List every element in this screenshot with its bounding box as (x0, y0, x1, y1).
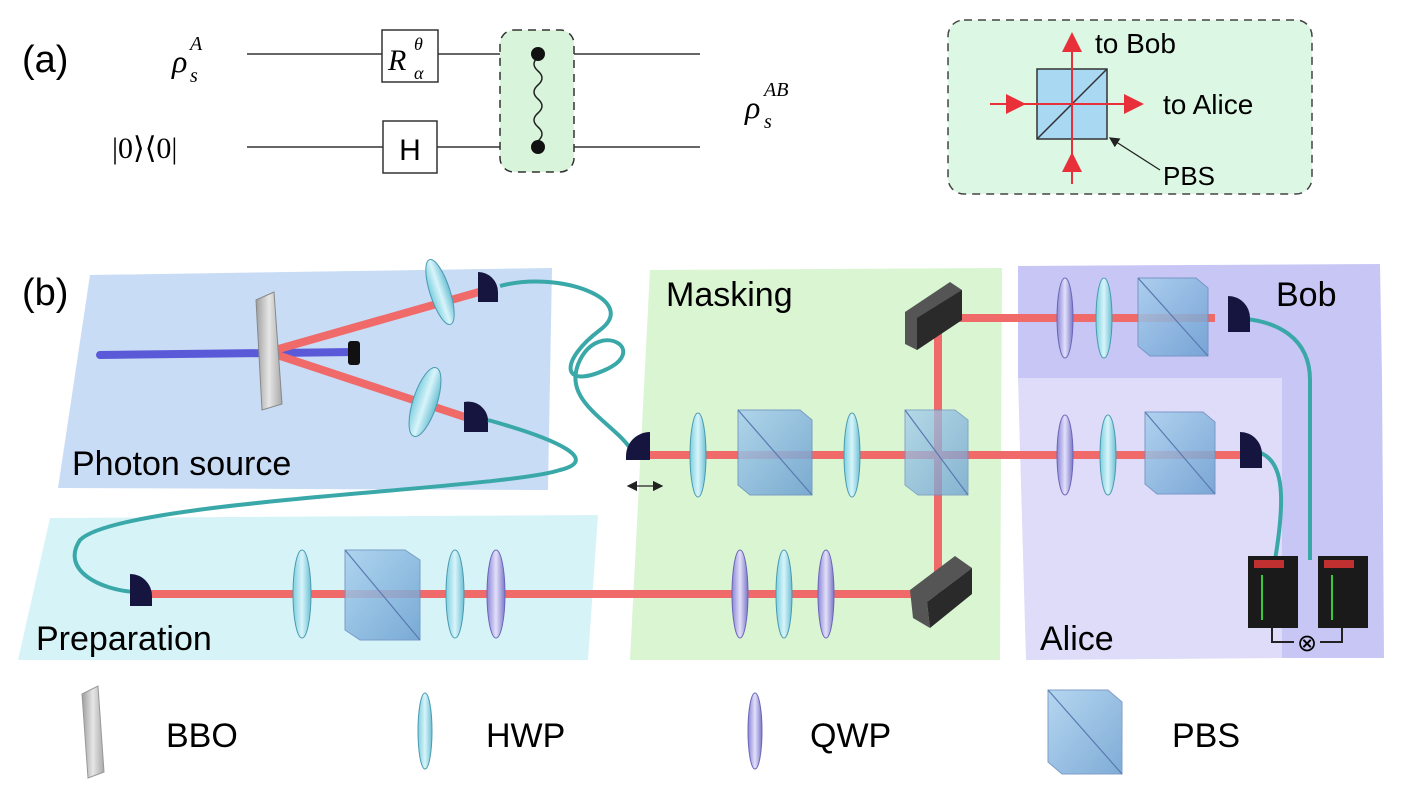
masking-pbs-1 (737, 409, 813, 496)
panel-a-circuit: (a) ρ s A |0⟩⟨0| R α θ H ρ s AB (22, 29, 788, 174)
beam-dump (348, 341, 360, 365)
legend-hwp-icon (417, 692, 433, 770)
legend: BBO HWP QWP PBS (81, 685, 1240, 779)
panel-b-label: (b) (22, 272, 68, 314)
bbo-crystal (255, 291, 283, 411)
pbs-inset: to Bob to Alice PBS (947, 19, 1313, 195)
masking-region (630, 268, 1002, 660)
hadamard-gate-box (382, 120, 438, 174)
input-bottom-state: |0⟩⟨0| (112, 132, 177, 165)
legend-hwp-label: HWP (486, 717, 565, 755)
coincidence-symbol: ⊗ (1297, 630, 1317, 657)
bob-pbs (1137, 277, 1209, 357)
mirror-lower (910, 556, 972, 628)
rotation-gate-sub: α (414, 63, 424, 83)
mirror-upper (905, 282, 962, 350)
coupler-source-lower (464, 401, 489, 432)
input-top-rho: ρ (171, 43, 187, 79)
alice-qwp (1056, 414, 1074, 496)
legend-qwp-label: QWP (810, 717, 891, 755)
prep-hwp-1 (292, 549, 312, 639)
pbs-inset-label: PBS (1163, 161, 1215, 191)
masking-hwp-2 (843, 412, 861, 498)
coincidence-lines (1271, 628, 1343, 643)
input-top-sup: A (188, 33, 203, 55)
interaction-node-top (531, 47, 545, 61)
fiber-alice-to-detector (1257, 450, 1284, 561)
rotation-gate-box (381, 29, 439, 83)
masking-hwp-lower (775, 549, 793, 639)
output-sup: AB (762, 79, 788, 101)
coupler-alice (1240, 432, 1262, 468)
output-sub: s (764, 111, 772, 133)
panel-a-label: (a) (22, 39, 68, 81)
input-top-sub: s (190, 65, 198, 87)
rotation-gate-sup: θ (414, 34, 423, 54)
coupler-masking (626, 432, 650, 460)
legend-qwp-icon (747, 692, 763, 770)
pump-beam (96, 348, 359, 359)
hadamard-gate-label: H (399, 134, 421, 167)
legend-bbo-label: BBO (166, 717, 238, 755)
masking-label: Masking (666, 276, 793, 314)
legend-bbo-icon (81, 685, 105, 779)
to-alice-label: to Alice (1163, 89, 1253, 120)
detector-bob (1318, 556, 1368, 628)
legend-pbs-label: PBS (1172, 717, 1240, 755)
source-hwp-upper (425, 259, 455, 325)
bob-hwp (1095, 277, 1113, 359)
alice-region (1018, 378, 1282, 660)
signal-beam (264, 348, 478, 424)
preparation-label: Preparation (36, 620, 212, 658)
masking-pbs-2 (904, 409, 969, 496)
rotation-gate-symbol: R (387, 44, 406, 77)
alice-hwp (1099, 414, 1117, 496)
coupler-bob (1228, 296, 1250, 332)
to-bob-label: to Bob (1095, 28, 1176, 59)
prep-qwp (486, 549, 506, 639)
masking-qwp-1 (731, 549, 749, 639)
fiber-to-masking (499, 279, 642, 457)
prep-pbs (344, 549, 421, 641)
pbs-pointer-arrow (1108, 137, 1161, 171)
bob-label: Bob (1276, 276, 1337, 314)
masking-interaction-box (499, 29, 575, 173)
detector-alice (1248, 556, 1298, 628)
alice-pbs (1144, 411, 1216, 495)
prep-hwp-2 (445, 549, 465, 639)
legend-pbs-icon (1047, 689, 1123, 775)
output-rho: ρ (744, 89, 760, 125)
interaction-wavy-line (533, 56, 543, 142)
masking-qwp-2 (817, 549, 835, 639)
interaction-node-bottom (531, 140, 545, 154)
bob-qwp (1056, 277, 1074, 359)
masking-hwp-1 (689, 412, 707, 498)
coupler-preparation (130, 574, 152, 606)
photon-source-label: Photon source (72, 445, 291, 483)
coupler-source-upper (478, 272, 498, 302)
alice-label: Alice (1040, 620, 1114, 658)
fiber-to-preparation (72, 418, 578, 594)
photon-source-region (58, 268, 552, 490)
source-hwp-lower (408, 367, 442, 437)
